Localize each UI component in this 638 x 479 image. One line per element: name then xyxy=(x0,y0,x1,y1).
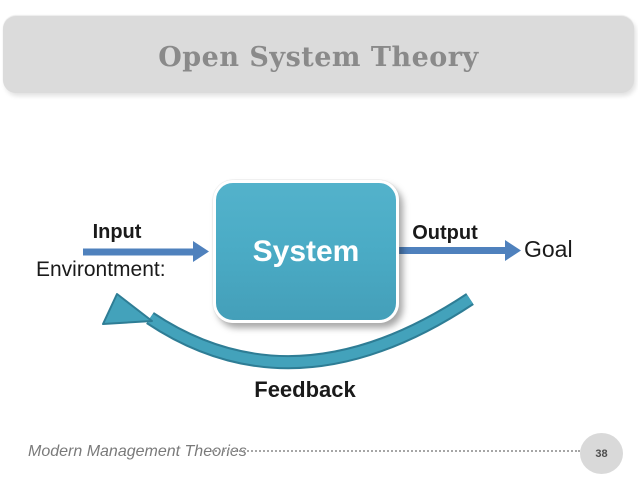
feedback-arrow-body xyxy=(147,294,473,368)
output-label: Output xyxy=(412,222,478,244)
feedback-label: Feedback xyxy=(254,377,356,402)
system-label: System xyxy=(252,234,360,268)
page-number: 38 xyxy=(595,447,608,460)
footer-dotted-divider xyxy=(212,450,580,452)
input-label: Input xyxy=(92,221,142,243)
environment-label: Environtment: xyxy=(36,258,166,281)
input-arrow xyxy=(83,241,209,262)
title-banner: Open System Theory xyxy=(3,16,634,93)
page-number-badge: 38 xyxy=(580,433,623,474)
footer-course-title: Modern Management Theories xyxy=(28,443,247,460)
system-box: System xyxy=(213,180,399,323)
output-arrow xyxy=(399,240,521,261)
slide-title: Open System Theory xyxy=(158,42,479,73)
feedback-arrow-head xyxy=(102,293,153,325)
goal-label: Goal xyxy=(524,236,573,262)
